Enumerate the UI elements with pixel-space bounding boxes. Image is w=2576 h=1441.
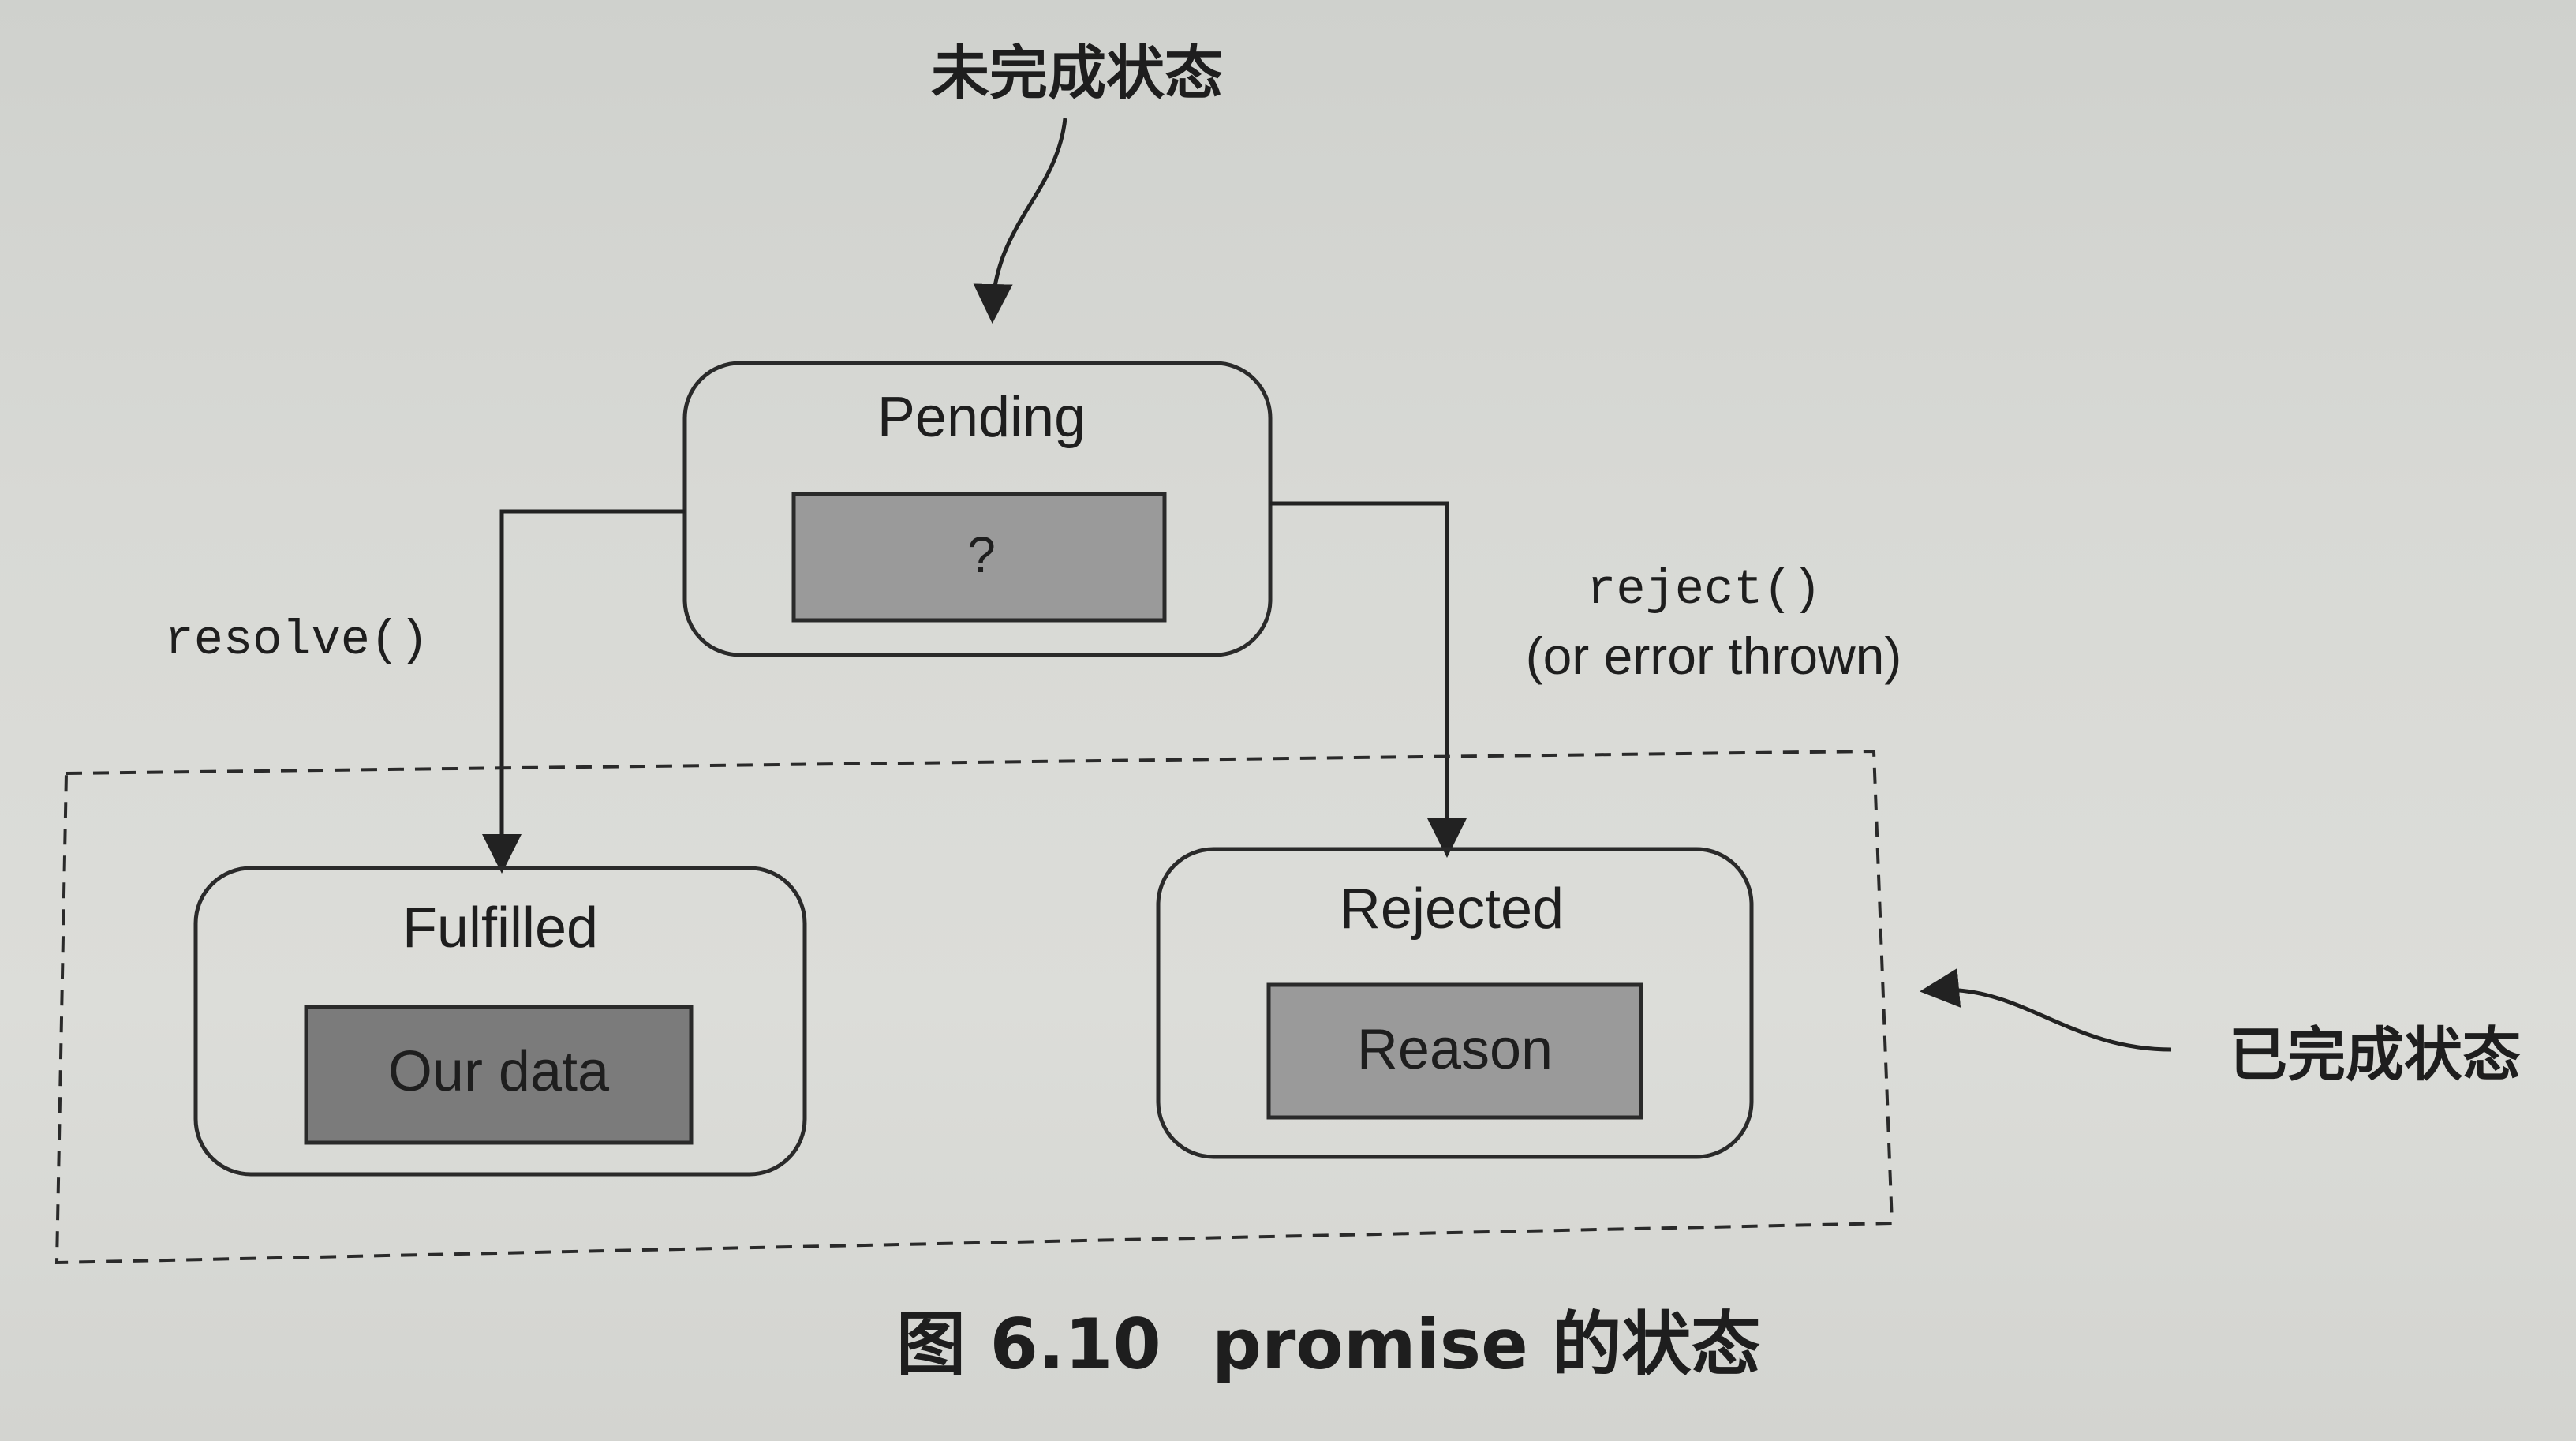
fulfilled-state-title: Fulfilled	[402, 896, 598, 960]
rejected-state-title: Rejected	[1340, 878, 1564, 941]
settled-states-region	[54, 749, 1894, 1265]
pending-value-label: ?	[967, 526, 996, 583]
reject-transition-arrow	[1270, 501, 1467, 858]
reject-transition-note: (or error thrown)	[1526, 627, 1902, 685]
fulfilled-state-box	[193, 866, 807, 1177]
rejected-state-box	[1156, 847, 1754, 1159]
figure-caption: promise 的状态	[1212, 1304, 1760, 1385]
pending-state-note: 未完成状态	[931, 39, 1223, 107]
settled-state-note: 已完成状态	[2229, 1021, 2521, 1089]
fulfilled-value-box	[304, 1005, 694, 1145]
pending-note-arrow	[973, 118, 1067, 324]
pending-state-title: Pending	[877, 386, 1086, 449]
rejected-value-box	[1266, 982, 1643, 1120]
reject-transition-label: reject()	[1587, 562, 1822, 618]
resolve-transition-arrow	[482, 509, 685, 874]
pending-state-box	[682, 361, 1273, 657]
fulfilled-value-label: Our data	[388, 1040, 610, 1103]
pending-value-box	[791, 492, 1167, 623]
settled-note-arrow	[1920, 968, 2172, 1052]
figure-number: 图 6.10	[896, 1304, 1161, 1385]
rejected-value-label: Reason	[1357, 1018, 1553, 1081]
resolve-transition-label: resolve()	[165, 612, 429, 668]
